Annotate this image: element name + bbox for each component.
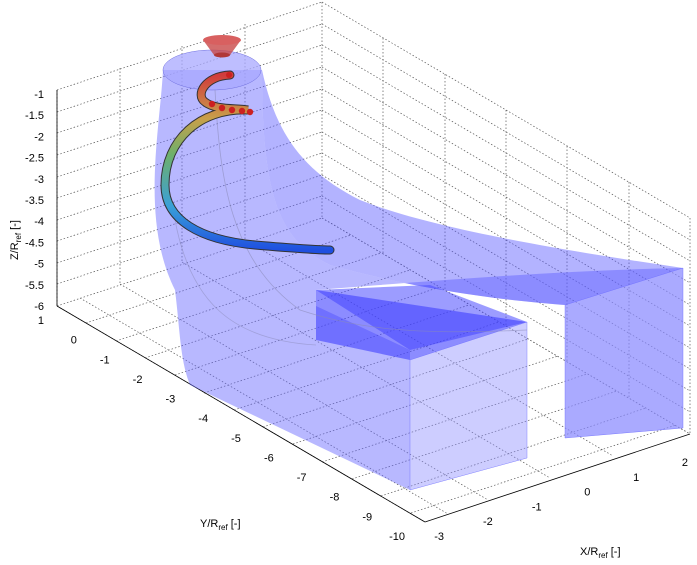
z-tick-label: -2 — [34, 131, 44, 143]
y-tick-label: 0 — [71, 335, 77, 347]
y-axis-line — [56, 305, 426, 523]
outlet-left-front — [409, 321, 528, 491]
z-axis-label: Z/Rref [-] — [9, 220, 23, 260]
outlet-left-side — [316, 290, 527, 360]
y-tick-label: 1 — [38, 315, 44, 327]
x-tick-label: 2 — [682, 457, 688, 469]
outlet-right-front — [564, 267, 684, 439]
z-tick-labels: -1 -1.5 -2 -2.5 -3 -3.5 -4 -4.5 -5 -5.5 -6 — [25, 89, 44, 313]
y-tick-label: -2 — [133, 374, 143, 386]
tube-inner-edge — [214, 89, 528, 333]
z-tick-label: -5 — [34, 259, 44, 271]
rope-markers — [208, 72, 254, 116]
axes — [56, 90, 691, 523]
z-tick-label: -3 — [34, 174, 44, 186]
x-axis-label: X/Rref [-] — [580, 546, 621, 560]
tube-inner-edge-2 — [174, 219, 317, 346]
y-tick-label: -8 — [330, 492, 340, 504]
draft-tube-volume — [154, 49, 684, 491]
x-tick-label: 0 — [584, 487, 590, 499]
draft-tube-body — [154, 70, 683, 490]
y-tick-label: -3 — [165, 394, 175, 406]
z-tick-label: -1.5 — [25, 110, 44, 122]
grid-panes — [56, 1, 691, 523]
y-tick-label: -7 — [297, 472, 307, 484]
z-tick-label: -4 — [34, 216, 44, 228]
y-tick-labels: 1 0 -1 -2 -3 -4 -5 -6 -7 -8 -9 -10 — [38, 315, 405, 543]
y-tick-label: -1 — [100, 354, 110, 366]
z-tick-label: -1 — [34, 89, 44, 101]
z-tick-label: -2.5 — [25, 153, 44, 165]
vortex-rope-core — [161, 71, 334, 254]
x-tick-label: 1 — [633, 472, 639, 484]
x-tick-label: -2 — [483, 516, 493, 528]
x-tick-labels: -3 -2 -1 0 1 2 — [434, 457, 688, 543]
y-tick-label: -10 — [389, 531, 405, 543]
draft-tube-flank — [262, 70, 683, 305]
x-tick-label: -1 — [532, 501, 542, 513]
x-tick-label: -3 — [434, 531, 444, 543]
z-tick-label: -3.5 — [25, 195, 44, 207]
y-tick-label: -5 — [231, 433, 241, 445]
runner-cone — [203, 35, 241, 58]
vortex-rope — [160, 70, 335, 255]
y-tick-label: -4 — [198, 413, 208, 425]
right-wall-grid — [321, 1, 691, 435]
y-tick-label: -6 — [264, 452, 274, 464]
z-tick-label: -5.5 — [25, 280, 44, 292]
y-axis-label: Y/Rref [-] — [200, 518, 241, 532]
x-axis-line — [424, 433, 691, 523]
z-tick-label: -6 — [34, 301, 44, 313]
y-tick-label: -9 — [362, 511, 372, 523]
z-tick-label: -4.5 — [25, 237, 44, 249]
